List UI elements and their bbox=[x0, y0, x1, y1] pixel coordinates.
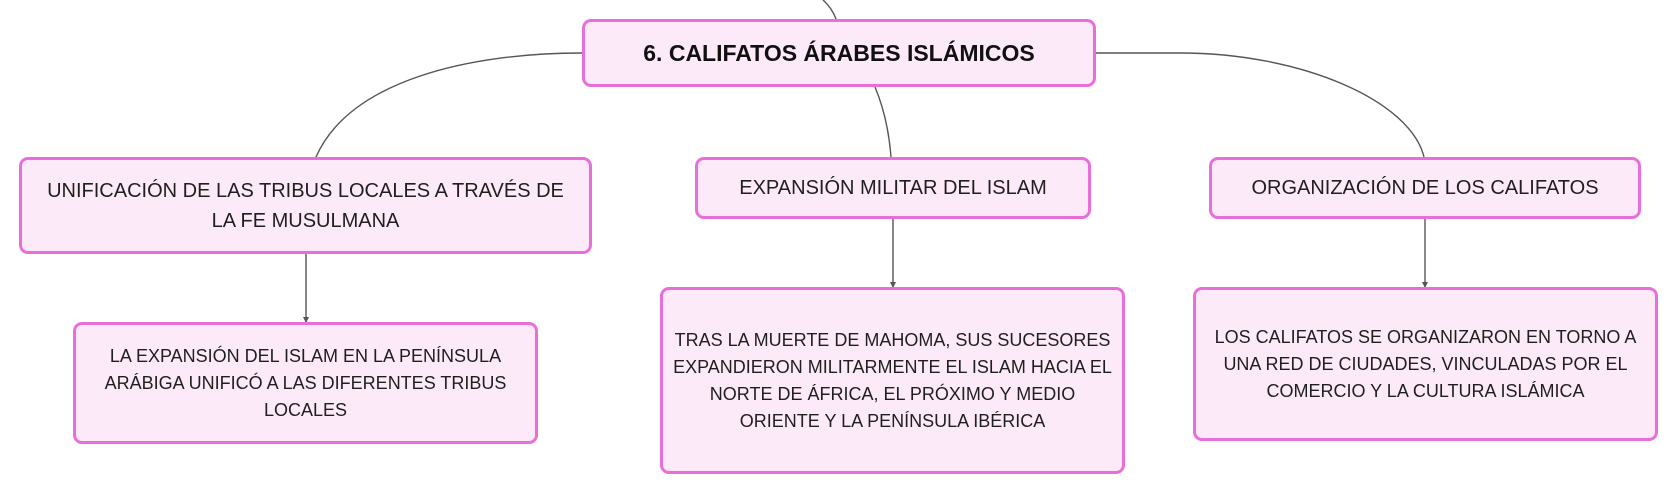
detail-node-expansion[interactable]: TRAS LA MUERTE DE MAHOMA, SUS SUCESORES … bbox=[660, 287, 1125, 474]
detail-node-text: TRAS LA MUERTE DE MAHOMA, SUS SUCESORES … bbox=[673, 329, 1112, 431]
root-node[interactable]: 6. CALIFATOS ÁRABES ISLÁMICOS bbox=[582, 19, 1096, 87]
connector-incoming bbox=[822, 0, 837, 20]
root-node-label: 6. CALIFATOS ÁRABES ISLÁMICOS bbox=[643, 39, 1035, 66]
detail-node-organizacion[interactable]: LOS CALIFATOS SE ORGANIZARON EN TORNO A … bbox=[1193, 287, 1658, 441]
topic-node-organizacion[interactable]: ORGANIZACIÓN DE LOS CALIFATOS bbox=[1209, 157, 1641, 219]
detail-node-text: LOS CALIFATOS SE ORGANIZARON EN TORNO A … bbox=[1214, 326, 1637, 401]
connector-root-topic-1 bbox=[315, 52, 583, 158]
topic-node-unificacion[interactable]: UNIFICACIÓN DE LAS TRIBUS LOCALES A TRAV… bbox=[19, 157, 592, 254]
connector-root-topic-3 bbox=[1096, 52, 1425, 158]
topic-node-label: EXPANSIÓN MILITAR DEL ISLAM bbox=[739, 177, 1047, 199]
detail-node-unificacion[interactable]: LA EXPANSIÓN DEL ISLAM EN LA PENÍNSULA A… bbox=[73, 322, 538, 444]
topic-node-expansion[interactable]: EXPANSIÓN MILITAR DEL ISLAM bbox=[695, 157, 1091, 219]
topic-node-label: UNIFICACIÓN DE LAS TRIBUS LOCALES A TRAV… bbox=[47, 179, 564, 232]
connector-root-topic-2 bbox=[874, 86, 892, 158]
detail-node-text: LA EXPANSIÓN DEL ISLAM EN LA PENÍNSULA A… bbox=[104, 345, 507, 420]
topic-node-label: ORGANIZACIÓN DE LOS CALIFATOS bbox=[1251, 177, 1599, 199]
